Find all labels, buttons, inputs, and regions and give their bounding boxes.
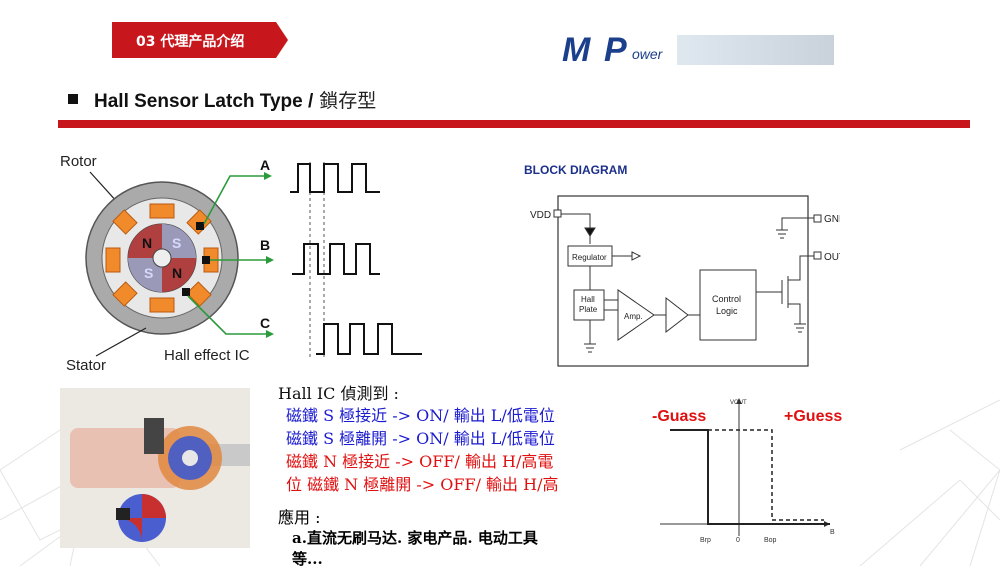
application-line-2: 等... <box>292 550 323 568</box>
vdd-pin <box>553 209 562 218</box>
hall-plate-label-1: Hall <box>581 295 595 304</box>
block-diagram: BLOCK DIAGRAM VDD GND OUT Regulator Hall… <box>524 163 840 367</box>
description-line-1: 磁鐵 S 極接近 -> ON/ 輸出 L/低電位 <box>286 406 555 425</box>
signal-a-label: A <box>260 157 270 173</box>
motor-photo <box>60 388 250 548</box>
stator-label: Stator <box>66 357 106 374</box>
vout-label: VOUT <box>730 400 747 406</box>
brp-label: Brp <box>700 537 711 544</box>
signal-c-label: C <box>260 315 270 331</box>
pole-n-2: N <box>172 265 182 281</box>
motor-diagram: Rotor N S S N A B C <box>60 153 422 374</box>
waveform-c <box>316 323 422 355</box>
mpower-logo: M P ower <box>562 31 834 69</box>
control-label-2: Logic <box>716 306 738 316</box>
application-heading: 應用 : <box>278 508 321 527</box>
bop-label: Bop <box>764 537 777 544</box>
gnd-pin <box>813 214 822 223</box>
title-en: Hall Sensor Latch Type / <box>94 91 314 112</box>
gnd-label: GND <box>824 214 840 225</box>
pole-n-1: N <box>142 235 152 251</box>
waveform-b <box>292 243 380 275</box>
signal-b-label: B <box>260 237 270 253</box>
pos-gauss-label: +Guess <box>784 408 843 425</box>
logo-m: M <box>562 31 590 69</box>
section-banner: 03 代理产品介绍 <box>112 22 288 58</box>
logo-bar <box>677 35 834 65</box>
title-zh: 鎖存型 <box>313 90 377 112</box>
control-label-1: Control <box>712 294 741 304</box>
description-block: Hall IC 偵測到 : 磁鐵 S 極接近 -> ON/ 輸出 L/低電位 磁… <box>278 380 608 570</box>
page-title: Hall Sensor Latch Type / 鎖存型 <box>68 86 376 113</box>
neg-gauss-label: -Guass <box>652 408 707 425</box>
pole-s-1: S <box>172 235 181 251</box>
description-heading: Hall IC 偵測到 : <box>278 384 399 403</box>
title-divider <box>58 120 970 128</box>
banner-label: 03 代理产品介绍 <box>136 34 245 50</box>
description-line-2: 磁鐵 S 極離開 -> ON/ 輸出 L/低電位 <box>286 429 555 448</box>
hall-effect-label: Hall effect IC <box>164 347 250 364</box>
description-line-4: 位 磁鐵 N 極離開 -> OFF/ 輸出 H/高 <box>286 475 559 494</box>
out-pin <box>813 251 822 260</box>
vdd-label: VDD <box>530 210 551 221</box>
logo-p: P <box>604 31 627 69</box>
hysteresis-solid <box>670 429 830 525</box>
hysteresis-dashed-top <box>708 429 773 520</box>
hall-plate-label-2: Plate <box>579 305 598 314</box>
waveform-a <box>290 163 380 193</box>
application-line-1: a.直流无刷马达. 家电产品. 电动工具 <box>292 529 538 547</box>
rotor-label: Rotor <box>60 153 97 170</box>
bullet-square-icon <box>68 94 78 104</box>
pole-s-2: S <box>144 265 153 281</box>
b-label: B <box>830 529 835 536</box>
out-label: OUT <box>824 252 840 263</box>
logo-ower: ower <box>632 46 663 62</box>
chip-outline <box>557 195 809 367</box>
hysteresis-chart: VOUT Brp 0 Bop B <box>660 398 835 544</box>
regulator-label: Regulator <box>572 253 607 262</box>
zero-label: 0 <box>736 537 740 544</box>
amp-label: Amp. <box>624 312 643 321</box>
description-line-3: 磁鐵 N 極接近 -> OFF/ 輸出 H/高電 <box>286 452 554 471</box>
block-diagram-title: BLOCK DIAGRAM <box>524 163 627 177</box>
